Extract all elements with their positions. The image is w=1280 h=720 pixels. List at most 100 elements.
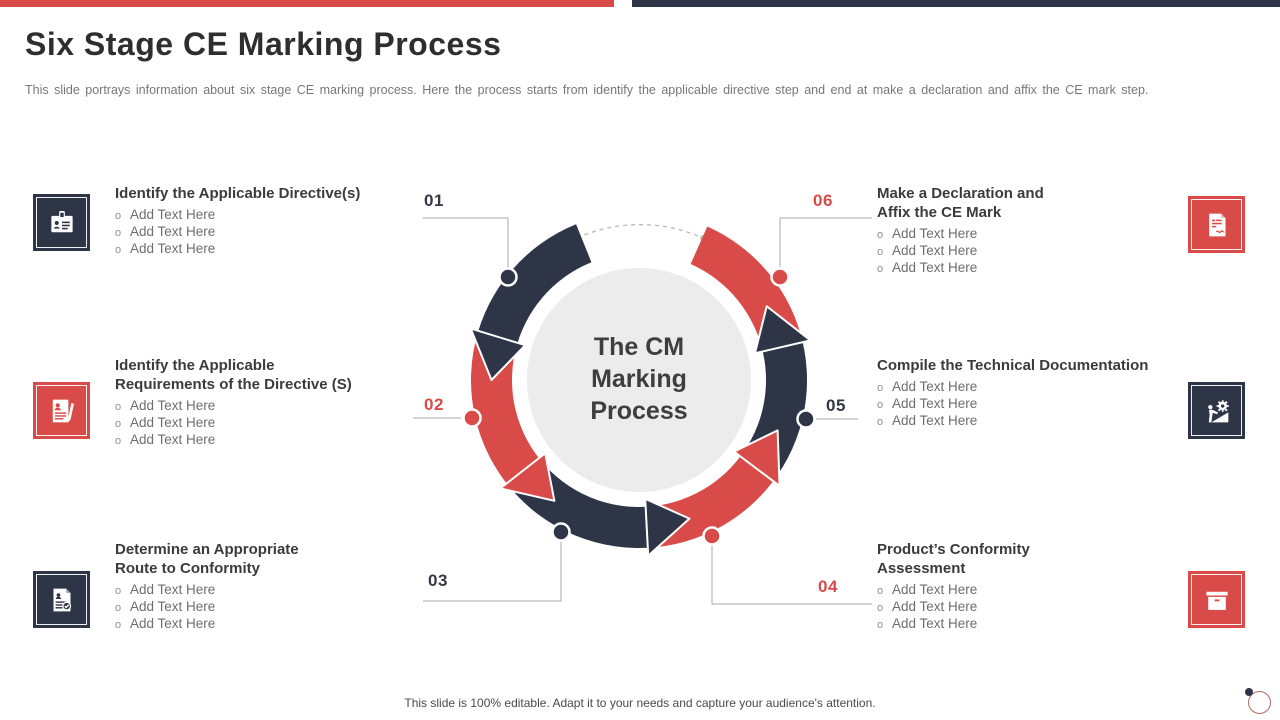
ring-arrowhead-03 xyxy=(644,497,691,557)
circle-bullet-icon: o xyxy=(115,227,122,239)
circle-bullet-icon: o xyxy=(115,244,122,256)
bullet-text: Add Text Here xyxy=(130,599,216,614)
stage-title: Identify the Applicable Requirements of … xyxy=(115,356,427,394)
circle-bullet-icon: o xyxy=(115,210,122,222)
stage-title-line: Determine an Appropriate xyxy=(115,541,299,558)
bullet-text: Add Text Here xyxy=(892,379,978,394)
stage-title: Identify the Applicable Directive(s) xyxy=(115,184,427,203)
ring-arrowhead-01 xyxy=(469,327,527,381)
bullet-text: Add Text Here xyxy=(892,413,978,428)
ring-arrowhead-04 xyxy=(733,429,781,487)
stage-title-line: Make a Declaration and xyxy=(877,185,1044,202)
bullet-item[interactable]: o Add Text Here xyxy=(115,241,427,258)
footer-dot-icon xyxy=(1245,688,1253,696)
bullet-item[interactable]: o Add Text Here xyxy=(115,582,427,599)
bullet-item[interactable]: o Add Text Here xyxy=(877,599,1189,616)
id-badge-icon xyxy=(33,194,90,251)
circle-bullet-icon: o xyxy=(115,619,122,631)
circle-bullet-icon: o xyxy=(115,418,122,430)
stage-title: Product’s Conformity Assessment xyxy=(877,540,1189,578)
bullet-item[interactable]: o Add Text Here xyxy=(877,226,1189,243)
bullet-text: Add Text Here xyxy=(892,599,978,614)
page-title: Six Stage CE Marking Process xyxy=(25,26,502,62)
bullet-text: Add Text Here xyxy=(130,224,216,239)
circle-bullet-icon: o xyxy=(877,246,884,258)
stage-title-line: Requirements of the Directive (S) xyxy=(115,376,352,393)
circle-bullet-icon: o xyxy=(877,602,884,614)
stage-title-line: Product’s Conformity xyxy=(877,541,1030,558)
bullet-text: Add Text Here xyxy=(130,415,216,430)
circle-bullet-icon: o xyxy=(877,399,884,411)
bullet-text: Add Text Here xyxy=(130,207,216,222)
ring-arrowhead-02 xyxy=(499,452,556,502)
stage-dot-03 xyxy=(551,522,571,542)
circle-bullet-icon: o xyxy=(115,585,122,597)
circle-bullet-icon: o xyxy=(877,229,884,241)
bullet-item[interactable]: o Add Text Here xyxy=(115,415,427,432)
bullet-text: Add Text Here xyxy=(892,226,978,241)
circle-bullet-icon: o xyxy=(115,602,122,614)
connector-03 xyxy=(423,541,562,602)
stage-title-line: Affix the CE Mark xyxy=(877,204,1002,221)
page-subtitle: This slide portrays information about si… xyxy=(25,83,1149,97)
cycle-gap-dashed-arc xyxy=(576,223,704,239)
bullet-item[interactable]: o Add Text Here xyxy=(115,224,427,241)
stage-6-block: Make a Declaration and Affix the CE Mark… xyxy=(877,184,1189,277)
center-title-line: Process xyxy=(590,397,688,425)
stage-3-block: Determine an Appropriate Route to Confor… xyxy=(115,540,427,633)
circle-bullet-icon: o xyxy=(877,382,884,394)
stage-title: Compile the Technical Documentation xyxy=(877,356,1189,375)
bullet-text: Add Text Here xyxy=(130,241,216,256)
bullet-text: Add Text Here xyxy=(892,582,978,597)
bullet-text: Add Text Here xyxy=(892,616,978,631)
bullet-item[interactable]: o Add Text Here xyxy=(115,599,427,616)
circle-bullet-icon: o xyxy=(877,619,884,631)
footer-note: This slide is 100% editable. Adapt it to… xyxy=(404,696,876,710)
bullet-text: Add Text Here xyxy=(130,616,216,631)
center-title-line: Marking xyxy=(591,365,687,393)
bullet-item[interactable]: o Add Text Here xyxy=(877,396,1189,413)
stage-title-line: Route to Conformity xyxy=(115,560,260,577)
top-accent-bar-red xyxy=(0,0,614,7)
product-box-icon xyxy=(1188,571,1245,628)
center-circle xyxy=(527,268,751,492)
bullet-item[interactable]: o Add Text Here xyxy=(877,413,1189,430)
stage-dot-01 xyxy=(498,267,518,287)
stage-title-line: Assessment xyxy=(877,560,966,577)
bullet-text: Add Text Here xyxy=(130,582,216,597)
bullet-item[interactable]: o Add Text Here xyxy=(115,616,427,633)
ce-declaration-document-icon xyxy=(1188,196,1245,253)
circle-bullet-icon: o xyxy=(877,263,884,275)
bullet-item[interactable]: o Add Text Here xyxy=(877,616,1189,633)
stage-title-line: Compile the Technical Documentation xyxy=(877,357,1149,374)
conformity-route-document-icon xyxy=(33,571,90,628)
stage-number-02: 02 xyxy=(424,395,444,414)
center-title-line: The CM xyxy=(593,333,685,361)
circle-bullet-icon: o xyxy=(877,416,884,428)
bullet-text: Add Text Here xyxy=(892,396,978,411)
stage-number-03: 03 xyxy=(428,571,448,590)
technical-documentation-gears-icon xyxy=(1188,382,1245,439)
stage-dot-02 xyxy=(462,408,482,428)
stage-2-block: Identify the Applicable Requirements of … xyxy=(115,356,427,449)
circle-bullet-icon: o xyxy=(115,435,122,447)
stage-number-06: 06 xyxy=(813,191,833,210)
requirements-document-icon xyxy=(33,382,90,439)
bullet-item[interactable]: o Add Text Here xyxy=(877,379,1189,396)
bullet-item[interactable]: o Add Text Here xyxy=(115,207,427,224)
bullet-text: Add Text Here xyxy=(130,398,216,413)
stage-number-01: 01 xyxy=(424,191,444,210)
stage-title: Determine an Appropriate Route to Confor… xyxy=(115,540,427,578)
stage-number-05: 05 xyxy=(826,396,846,415)
